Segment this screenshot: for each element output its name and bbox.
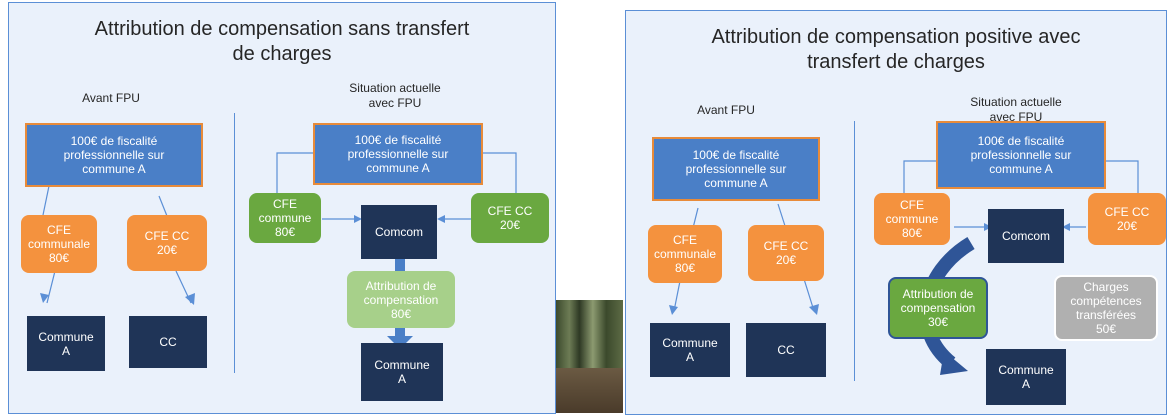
left-after-cfe-cc-box: CFE CC 20€ [471,193,549,243]
right-after-charges-box: Charges compétences transférées 50€ [1054,275,1158,341]
left-after-label: Situation actuelle avec FPU [349,81,441,110]
left-before-commune-a-box: Commune A [27,316,105,371]
right-after-comcom-box: Comcom [988,209,1064,263]
right-after-cfe-commune-box: CFE commune 80€ [874,193,950,245]
right-before-cfe-communale-box: CFE communale 80€ [648,225,722,283]
left-after-comcom-box: Comcom [361,205,437,259]
left-before-fiscalite-box: 100€ de fiscalité professionnelle sur co… [25,123,203,187]
right-after-fiscalite-box: 100€ de fiscalité professionnelle sur co… [936,121,1106,189]
right-title: Attribution de compensation positive ave… [711,26,1081,73]
right-before-cc-box: CC [746,323,826,377]
right-after-attribution-box: Attribution de compensation 30€ [888,277,988,339]
right-divider [854,121,855,381]
right-before-cfe-cc-box: CFE CC 20€ [748,225,824,281]
left-panel: Attribution de compensation sans transfe… [8,2,556,414]
forest-photo [556,300,623,413]
left-before-cfe-communale-box: CFE communale 80€ [21,215,97,273]
left-after-fiscalite-box: 100€ de fiscalité professionnelle sur co… [313,123,483,185]
right-panel: Attribution de compensation positive ave… [625,10,1167,415]
left-before-cc-box: CC [129,316,207,368]
left-after-cfe-commune-box: CFE commune 80€ [249,193,321,243]
left-before-cfe-cc-box: CFE CC 20€ [127,215,207,271]
right-after-label: Situation actuelle avec FPU [970,95,1062,124]
left-before-label: Avant FPU [82,91,140,105]
left-title: Attribution de compensation sans transfe… [94,18,470,65]
right-before-fiscalite-box: 100€ de fiscalité professionnelle sur co… [652,137,820,201]
left-after-attribution-box: Attribution de compensation 80€ [347,271,455,328]
right-after-commune-a-box: Commune A [986,349,1066,405]
left-divider [234,113,235,373]
right-before-label: Avant FPU [697,103,755,117]
right-after-cfe-cc-box: CFE CC 20€ [1088,193,1166,245]
left-after-commune-a-box: Commune A [361,343,443,401]
left-connectors [40,152,517,349]
right-before-commune-a-box: Commune A [650,323,730,377]
